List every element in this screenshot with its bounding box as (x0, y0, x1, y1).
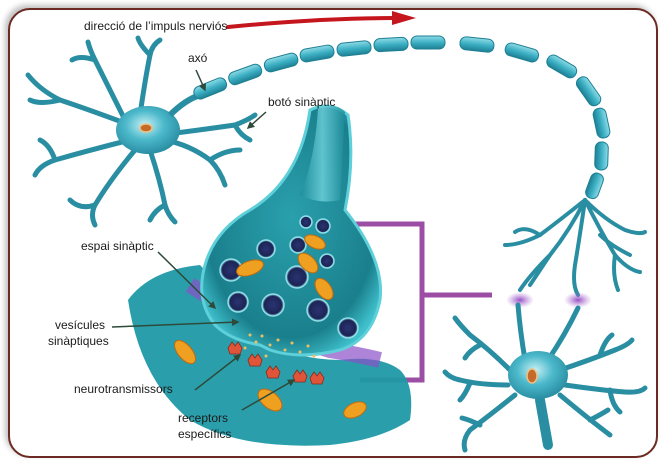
nucleus (139, 123, 153, 133)
postsynaptic-soma (508, 351, 568, 399)
presynaptic-neuron (25, 35, 258, 228)
presynaptic-bouton (200, 104, 383, 357)
label-pointers (111, 69, 296, 411)
impulse-direction-arrow (226, 11, 416, 29)
synaptic-vesicles (219, 215, 359, 339)
nucleus (526, 368, 538, 384)
specific-receptors-label-2: específics (178, 427, 232, 441)
axon-terminal (503, 198, 647, 297)
axon (167, 35, 611, 200)
axon-stalk (300, 105, 345, 202)
neurotransmitters-label: neurotransmissors (74, 382, 173, 396)
synaptic-space-label: espai sinàptic (81, 239, 154, 253)
neurotransmitters (243, 333, 316, 358)
axon-label: axó (188, 51, 208, 65)
specific-receptors-label-1: receptors (178, 411, 229, 425)
impulse-direction-label: direcció de l’impuls nerviós (84, 19, 228, 33)
postsynaptic-membrane (128, 265, 412, 446)
specific-receptors (227, 341, 325, 385)
synaptic-vesicles-label-1: vesícules (55, 318, 106, 332)
synapse-glow (564, 292, 592, 308)
synaptic-button-label: botó sinàptic (268, 95, 336, 109)
synapse-glow (506, 292, 534, 308)
mitochondria (174, 234, 367, 419)
synaptic-vesicles-label-2: sinàptiques (48, 334, 109, 348)
